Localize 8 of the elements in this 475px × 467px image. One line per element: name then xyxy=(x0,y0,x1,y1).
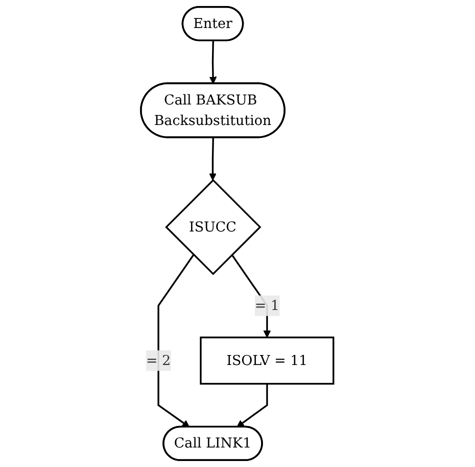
node-box: ISOLV = 11 xyxy=(200,336,335,385)
node-diamond: ISUCC xyxy=(165,178,262,276)
edge-label: = 2 xyxy=(146,352,172,368)
arrow xyxy=(209,138,217,181)
arrow xyxy=(158,254,195,428)
edge-label: = 1 xyxy=(255,297,280,314)
arrow xyxy=(236,384,268,428)
arrow xyxy=(210,40,218,84)
